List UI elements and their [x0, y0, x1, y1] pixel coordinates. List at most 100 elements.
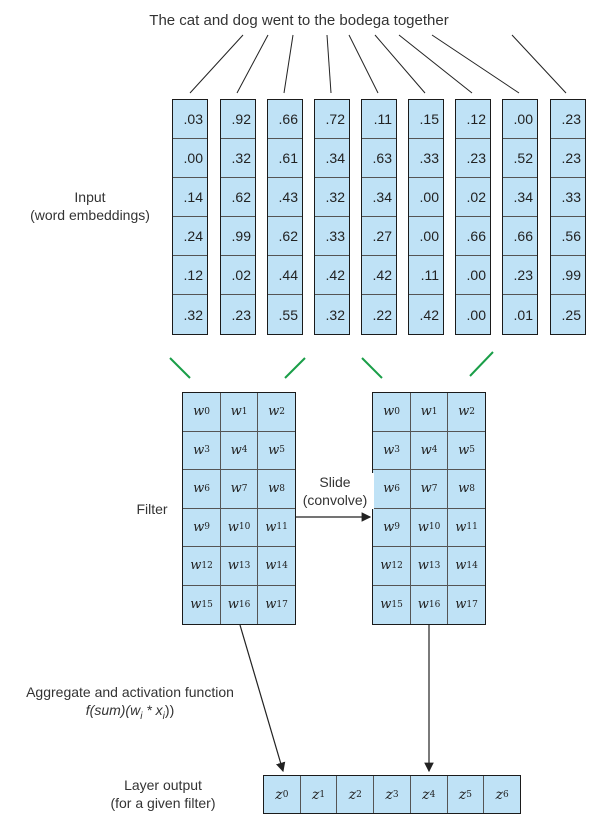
embedding-cell: .55 [278, 306, 298, 323]
embedding-cell: .72 [315, 100, 349, 139]
embedding-cell: .42 [362, 256, 396, 295]
embedding-column: .72.34.32.33.42.32 [314, 99, 350, 335]
embedding-cell: .23 [551, 139, 585, 178]
embedding-cell: .99 [221, 217, 255, 256]
slide-label: Slide (convolve) [296, 473, 374, 509]
embedding-cell: .61 [268, 139, 302, 178]
embedding-cell: .32 [315, 178, 349, 217]
embedding-cell: .33 [409, 139, 443, 178]
embedding-cell: .66 [268, 100, 302, 139]
embedding-cell: .00 [456, 256, 490, 295]
embedding-cell: .42 [315, 256, 349, 295]
embedding-cell: .23 [551, 100, 585, 139]
embedding-cell: .27 [362, 217, 396, 256]
embedding-cell: .23 [231, 306, 251, 323]
embedding-cell: .34 [362, 178, 396, 217]
embedding-cell: .11 [409, 256, 443, 295]
embedding-cell: .02 [456, 178, 490, 217]
embedding-cell: .32 [221, 139, 255, 178]
aggregate-label: Aggregate and activation function f(sum)… [10, 683, 250, 726]
embedding-cell: .02 [221, 256, 255, 295]
embedding-column: .66.61.43.62.44 .55 [267, 99, 303, 335]
embedding-cell: .00 [409, 178, 443, 217]
embedding-cell: .14 [173, 178, 207, 217]
embedding-column: .11.63.34.27.42.22 [361, 99, 397, 335]
sentence: The cat and dog went to the bodega toget… [149, 12, 449, 29]
embedding-cell: .12 [173, 256, 207, 295]
embedding-cell: .23 [456, 139, 490, 178]
embedding-column: .00.52.34.66.23.01 [502, 99, 538, 335]
embedding-cell: .00 [173, 139, 207, 178]
embedding-cell: .66 [456, 217, 490, 256]
aggregate-formula: f(sum)(wi * xi)) [85, 702, 175, 722]
aggregate-label-line1: Aggregate and activation function [26, 684, 234, 700]
embedding-cell: .03 [173, 100, 207, 139]
embedding-cell: .43 [268, 178, 302, 217]
embedding-cell: .92 [221, 100, 255, 139]
slide-label-line1: Slide [319, 474, 351, 490]
embedding-cell: .24 [173, 217, 207, 256]
embedding-cell: .11 [362, 100, 396, 139]
embedding-cell: .52 [503, 139, 537, 178]
input-label-line1: Input [74, 189, 106, 205]
embedding-cell: .62 [268, 217, 302, 256]
embedding-cell: .62 [221, 178, 255, 217]
embedding-cell: .34 [315, 139, 349, 178]
embedding-cell: .01 [513, 306, 533, 323]
embedding-cell: .32 [183, 306, 203, 323]
embedding-cell: .12 [456, 100, 490, 139]
embedding-column: .23.23.33.56.99.25 [550, 99, 586, 335]
embedding-cell: .99 [551, 256, 585, 295]
input-label: Input (word embeddings) [20, 188, 160, 224]
embedding-cell: .00 [466, 306, 486, 323]
embedding-column: .92.32.62.99.02 .23 [220, 99, 256, 335]
layer-output-line1: Layer output [124, 777, 202, 793]
layer-output-label: Layer output (for a given filter) [88, 776, 238, 812]
embedding-cell: .34 [503, 178, 537, 217]
filter-label: Filter [136, 501, 168, 517]
embedding-cell: .44 [268, 256, 302, 295]
embedding-cell: .22 [372, 306, 392, 323]
embedding-cell: .32 [325, 306, 345, 323]
embedding-cell: .33 [315, 217, 349, 256]
embedding-column: .03.00.14.24.12 .32 [172, 99, 208, 335]
embedding-cell: .00 [503, 100, 537, 139]
embedding-column: .15.33.00.00.11.42 [408, 99, 444, 335]
